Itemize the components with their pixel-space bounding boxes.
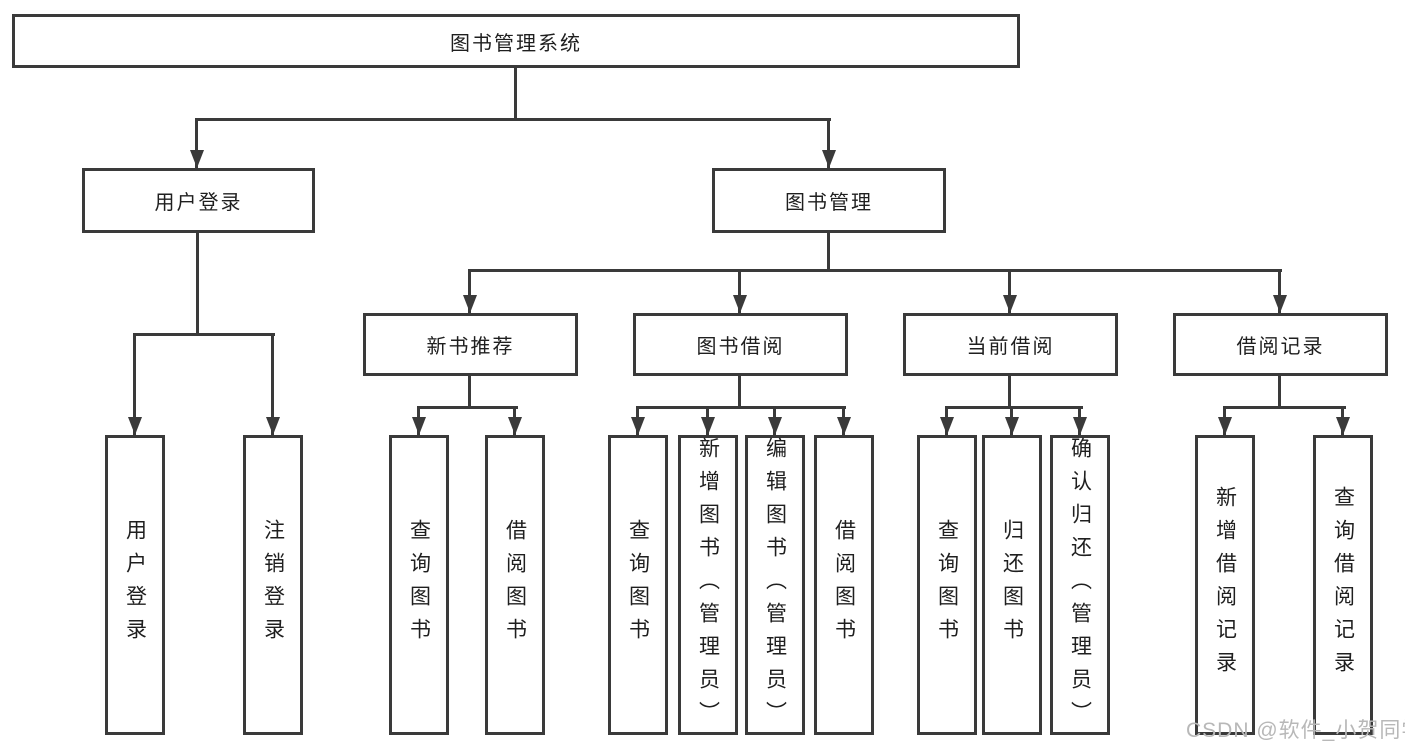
csdn-watermark: CSDN @软件_小贺同学 [1186,719,1405,742]
arrow-down-icon [128,417,142,435]
node-label: 借阅图书 [503,519,527,651]
connector-line [738,376,741,409]
leaf-nb-query-books: 查询图书 [389,435,449,735]
leaf-bb-query-books: 查询图书 [608,435,668,735]
node-label: 注销登录 [261,519,285,651]
connector-line [1008,269,1011,313]
node-label: 归还图书 [1000,519,1024,651]
arrow-down-icon [508,417,522,435]
arrow-down-icon [1003,295,1017,313]
arrow-down-icon [768,417,782,435]
leaf-user-login: 用户登录 [105,435,165,735]
leaf-bb-add-books-admin: 新增图书（管理员） [678,435,738,735]
node-label: 借阅图书 [832,519,856,651]
connector-line [195,118,198,168]
arrow-down-icon [940,417,954,435]
node-label: 编辑图书（管理员） [763,436,787,734]
arrow-down-icon [412,417,426,435]
leaf-cb-query-books: 查询图书 [917,435,977,735]
connector-line [945,406,1083,409]
arrow-down-icon [1336,417,1350,435]
connector-line [133,333,136,435]
leaf-cb-return-books: 归还图书 [982,435,1042,735]
node-label: 图书管理 [785,192,873,214]
connector-line [271,333,274,435]
node-label: 图书借阅 [696,336,785,358]
arrow-down-icon [701,417,715,435]
node-label: 查询借阅记录 [1331,486,1355,684]
connector-line [738,269,741,313]
leaf-br-add-record: 新增借阅记录 [1195,435,1255,735]
node-label: 查询图书 [626,519,650,651]
node-label: 新增借阅记录 [1213,486,1237,684]
connector-line [1223,406,1346,409]
node-label: 查询图书 [407,519,431,651]
node-book-borrow: 图书借阅 [633,313,848,376]
arrow-down-icon [822,150,836,168]
arrow-down-icon [1218,417,1232,435]
connector-line [827,118,830,168]
connector-line [468,376,471,409]
leaf-bb-borrow-books: 借阅图书 [814,435,874,735]
arrow-down-icon [1005,417,1019,435]
leaf-br-query-record: 查询借阅记录 [1313,435,1373,735]
arrow-down-icon [631,417,645,435]
node-new-book-recommend: 新书推荐 [363,313,578,376]
node-label: 用户登录 [154,192,243,214]
arrow-down-icon [190,150,204,168]
arrow-down-icon [1273,295,1287,313]
connector-line [468,269,1282,272]
node-label: 图书管理系统 [450,32,582,55]
node-label: 当前借阅 [966,336,1055,358]
connector-line [636,406,846,409]
node-label: 确认归还（管理员） [1068,436,1092,734]
connector-line [1278,269,1281,313]
arrow-down-icon [1073,417,1087,435]
node-user-login-group: 用户登录 [82,168,315,233]
node-current-borrow: 当前借阅 [903,313,1118,376]
connector-line [133,333,275,336]
leaf-nb-borrow-books: 借阅图书 [485,435,545,735]
node-root: 图书管理系统 [12,14,1020,68]
connector-line [827,233,830,272]
node-borrow-records: 借阅记录 [1173,313,1388,376]
node-book-management: 图书管理 [712,168,946,233]
leaf-logout: 注销登录 [243,435,303,735]
arrow-down-icon [266,417,280,435]
connector-line [195,118,831,121]
leaf-bb-edit-books-admin: 编辑图书（管理员） [745,435,805,735]
connector-line [514,68,517,121]
node-label: 借阅记录 [1236,336,1325,358]
arrow-down-icon [837,417,851,435]
connector-line [196,233,199,336]
arrow-down-icon [733,295,747,313]
connector-line [1008,376,1011,409]
node-label: 新书推荐 [426,336,515,358]
leaf-cb-confirm-return-admin: 确认归还（管理员） [1050,435,1110,735]
node-label: 查询图书 [935,519,959,651]
connector-line [417,406,518,409]
arrow-down-icon [463,295,477,313]
node-label: 用户登录 [123,519,147,651]
connector-line [468,269,471,313]
connector-line [1278,376,1281,409]
node-label: 新增图书（管理员） [696,436,720,734]
